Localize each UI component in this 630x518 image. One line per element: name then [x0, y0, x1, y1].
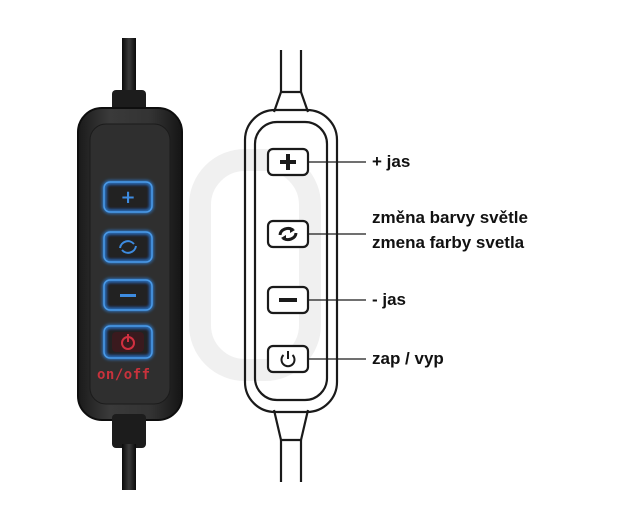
photo-cable-bottom	[122, 444, 136, 490]
drawing-body-inner	[253, 120, 329, 402]
svg-text:+: +	[120, 187, 135, 208]
label-plus-brightness: + jas	[372, 152, 411, 171]
drawing-cable-top	[279, 50, 303, 92]
label-minus-brightness: - jas	[372, 290, 407, 309]
photo-cable-top	[122, 38, 136, 98]
photo-power-caption: on/off	[97, 367, 151, 383]
photo-color-button	[102, 230, 154, 264]
label-color-change-cz: změna barvy světle	[372, 208, 528, 227]
photo-strain-relief-bottom	[112, 414, 146, 448]
drawing-color-button	[266, 219, 310, 249]
photo-controller: +	[77, 38, 183, 490]
label-color-change-sk: zmena farby svetla	[372, 233, 525, 252]
leader-lines	[308, 161, 366, 360]
drawing-minus-button	[266, 285, 310, 315]
drawing-cable-bottom	[279, 440, 303, 482]
photo-plus-button: +	[102, 180, 154, 214]
drawing-power-button	[266, 344, 310, 374]
drawing-body-outer	[243, 108, 339, 414]
label-power: zap / vyp	[372, 349, 444, 368]
drawing-plus-button	[266, 147, 310, 177]
photo-power-button	[102, 324, 154, 360]
drawing-strain-bottom	[272, 409, 310, 442]
photo-panel	[89, 123, 171, 405]
photo-minus-button	[102, 278, 154, 312]
drawing-strain-top	[272, 90, 310, 113]
drawing-controller	[243, 50, 339, 482]
